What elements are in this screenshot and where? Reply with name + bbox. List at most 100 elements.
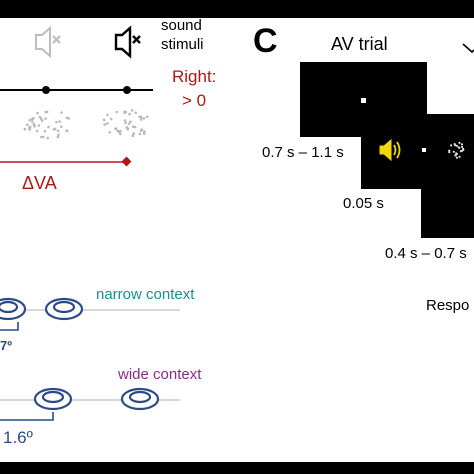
dot	[35, 129, 39, 133]
sound-stimuli-label-1: sound	[161, 17, 202, 34]
dot	[131, 125, 135, 128]
dot	[38, 115, 42, 119]
timing-label-2: 0.05 s	[343, 195, 384, 212]
sound-marker-left	[42, 86, 50, 94]
wide-context-label: wide context	[118, 366, 202, 383]
dot	[65, 116, 69, 120]
dot	[450, 144, 453, 147]
dot	[32, 124, 36, 127]
dot	[44, 110, 47, 114]
visual-dot-cloud-left	[23, 110, 71, 140]
dot	[56, 135, 60, 139]
screen-response	[421, 163, 474, 238]
dot	[55, 120, 58, 124]
dot	[119, 132, 122, 136]
timing-label-3: 0.4 s – 0.7 s	[385, 245, 467, 262]
dot	[132, 132, 135, 135]
dot	[138, 132, 142, 136]
fixation-dot	[361, 98, 366, 103]
dot	[133, 125, 137, 129]
sound-marker-right	[123, 86, 131, 94]
dot	[452, 150, 455, 153]
cropped-arrow-icon	[462, 43, 474, 54]
dot	[41, 135, 45, 139]
dot	[458, 141, 461, 144]
dot	[130, 109, 134, 112]
narrow-disk-2	[44, 297, 84, 321]
fixation-dot-2	[422, 148, 426, 152]
dot	[23, 127, 27, 131]
panel-letter-c: C	[253, 22, 278, 60]
dot	[460, 143, 464, 146]
narrow-angle-bracket	[0, 322, 19, 331]
dot	[143, 130, 146, 133]
narrow-angle-label: 7º	[0, 338, 12, 353]
dot	[108, 131, 111, 134]
dot	[142, 132, 146, 135]
dot	[131, 134, 135, 138]
dot	[32, 117, 35, 120]
dot	[103, 123, 106, 126]
dot	[462, 147, 465, 150]
dot	[458, 155, 461, 158]
dot	[114, 127, 118, 131]
dot	[52, 128, 56, 131]
delta-va-marker	[121, 156, 132, 167]
dot	[40, 117, 43, 120]
response-label: Respo	[426, 297, 470, 314]
dot	[28, 125, 32, 129]
wide-angle-label: 1.6º	[3, 428, 33, 447]
delta-va-label: ΔVA	[22, 173, 57, 193]
dot	[67, 117, 71, 120]
top-border-bar	[0, 0, 474, 18]
dot	[28, 118, 32, 122]
bottom-border-bar	[0, 462, 474, 474]
dot	[458, 146, 461, 149]
av-trial-title: AV trial	[331, 34, 388, 54]
dot	[127, 122, 131, 126]
dot	[460, 145, 464, 148]
dot	[139, 118, 143, 121]
dot	[454, 154, 457, 157]
dot	[455, 156, 458, 159]
dot	[31, 120, 34, 123]
dot	[26, 123, 29, 126]
dot	[60, 111, 63, 114]
dot	[123, 110, 126, 114]
dot	[102, 118, 106, 122]
dot	[60, 125, 63, 129]
right-label-2: > 0	[182, 91, 207, 110]
wide-disk-2	[120, 387, 160, 411]
dot	[43, 130, 47, 133]
wide-angle-bracket	[0, 412, 54, 421]
dot	[44, 117, 47, 120]
dot	[124, 121, 127, 125]
dot	[129, 120, 132, 123]
dot	[126, 127, 129, 131]
right-label-1: Right:	[172, 67, 217, 86]
narrow-disk-1	[0, 297, 27, 321]
timing-label-1: 0.7 s – 1.1 s	[262, 144, 344, 161]
dot	[139, 129, 143, 132]
dot	[116, 129, 120, 133]
speaker-muted-icon	[35, 25, 61, 59]
visual-dot-cloud-right	[102, 109, 149, 138]
dot	[47, 125, 50, 129]
dot	[461, 149, 464, 152]
dot	[58, 120, 61, 123]
dot	[123, 119, 127, 122]
wide-disk-1	[33, 387, 73, 411]
speaker-yellow-icon	[379, 138, 401, 162]
dot	[106, 113, 109, 117]
sound-stimuli-label-2: stimuli	[161, 36, 204, 53]
dot	[36, 111, 39, 115]
dot	[106, 122, 109, 125]
dot	[37, 124, 41, 127]
dot	[142, 116, 146, 120]
dot	[40, 135, 43, 139]
dot	[455, 144, 458, 147]
dot	[138, 115, 141, 119]
dot	[145, 115, 149, 118]
dot	[115, 110, 118, 114]
